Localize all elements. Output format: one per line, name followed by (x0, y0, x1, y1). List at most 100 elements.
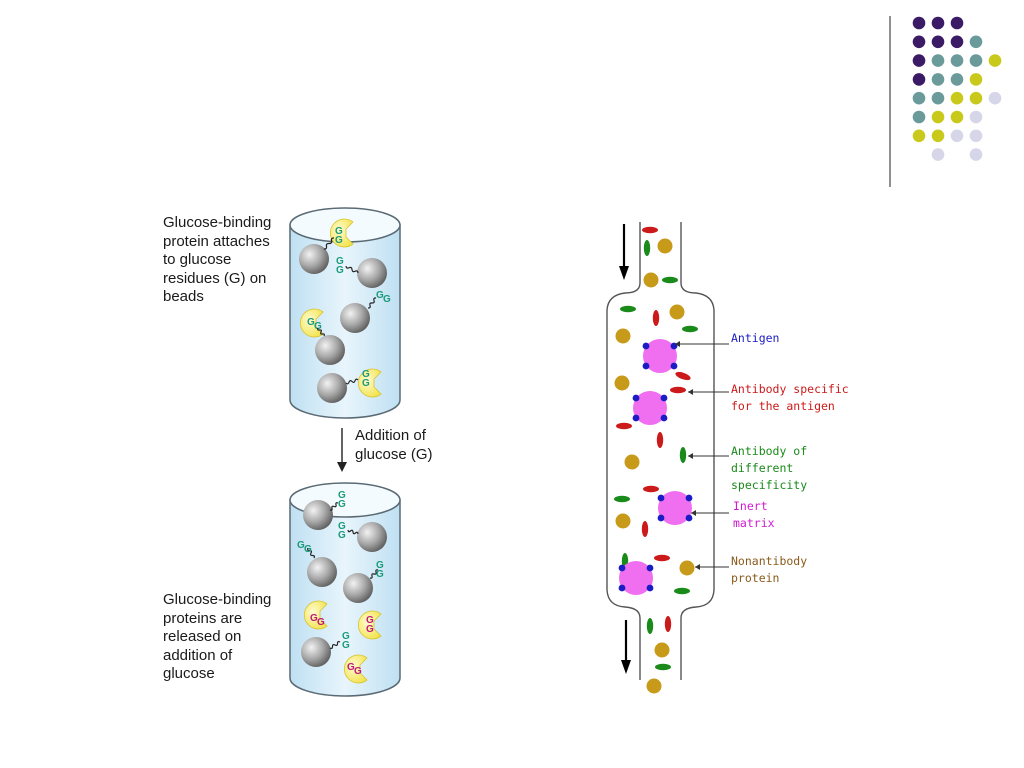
glucose-label: G (366, 615, 374, 626)
antibody-other (643, 240, 651, 256)
antigen (642, 362, 650, 370)
glucose-label: G (304, 544, 312, 555)
decor-dot (931, 129, 945, 143)
antibody-specific (616, 422, 632, 430)
nonantibody-protein (624, 454, 640, 470)
antigen (657, 514, 665, 522)
decor-dot (931, 148, 945, 161)
linker (345, 265, 359, 274)
binding-protein (330, 218, 354, 248)
glucose-label: G (366, 624, 374, 635)
linker (317, 327, 325, 337)
decor-dot (950, 16, 964, 30)
flow-out-arrow (621, 620, 631, 674)
inert-matrix-bead (633, 391, 667, 425)
bead (343, 573, 373, 603)
nonantibody-protein (646, 678, 662, 694)
antibody-specific (656, 432, 664, 448)
linker (345, 378, 359, 385)
decor-dot (931, 73, 945, 86)
nonantibody-protein (669, 304, 685, 320)
antibody-specific (675, 371, 691, 381)
glucose-label: G (362, 378, 370, 389)
glucose-label: G (354, 666, 362, 677)
antigen (685, 494, 693, 502)
antigen (660, 414, 668, 422)
antigen (632, 414, 640, 422)
antigen (670, 362, 678, 370)
down-arrow (337, 428, 347, 472)
decor-dot (912, 35, 926, 49)
antibody-other (655, 663, 671, 671)
decor-dot (931, 91, 945, 105)
antigen (660, 394, 668, 402)
antigen (642, 342, 650, 350)
linker (306, 547, 316, 559)
bead (307, 557, 337, 587)
glucose-label: G (376, 290, 384, 301)
decor-dot (969, 129, 983, 143)
decor-dot (912, 73, 926, 86)
decor-dot (950, 73, 964, 86)
binding-protein (358, 610, 382, 640)
bead (301, 637, 331, 667)
decor-dot (969, 91, 983, 105)
glucose-label: G (310, 613, 318, 624)
label-inert-matrix: Inert matrix (733, 499, 775, 530)
label-antibody-specific: Antibody specific for the antigen (731, 382, 849, 413)
decor-dot (931, 110, 945, 124)
glucose-label: G (376, 560, 384, 571)
label-antibody-different: Antibody of different specificity (731, 444, 808, 492)
glucose-label: G (347, 662, 355, 673)
pointer-arrowhead (688, 389, 693, 395)
glucose-label: G (342, 640, 350, 651)
antibody-specific (652, 310, 660, 326)
glucose-label: G (314, 321, 322, 332)
label-nonantibody-protein: Nonantibody protein (731, 554, 808, 585)
nonantibody-protein (615, 328, 631, 344)
flow-in-arrow (619, 224, 629, 280)
decor-dot (969, 35, 983, 49)
label-addition-of-glucose: Addition of glucose (G) (355, 427, 433, 463)
antigen (646, 564, 654, 572)
linker (329, 502, 339, 511)
decor-dot (950, 110, 964, 124)
label-glucose-binding-released: Glucose-binding proteins are released on… (163, 591, 272, 682)
bead (357, 522, 387, 552)
glucose-label: G (362, 369, 370, 380)
pointer-arrowhead (688, 453, 693, 459)
decor-dot (912, 110, 926, 124)
antigen (685, 514, 693, 522)
bead (315, 335, 345, 365)
antibody-other (674, 587, 690, 595)
column-outline (606, 222, 715, 680)
nonantibody-protein (615, 513, 631, 529)
glucose-label: G (336, 265, 344, 276)
bead (357, 258, 387, 288)
glucose-label: G (336, 256, 344, 267)
bead (317, 373, 347, 403)
glucose-label: G (335, 226, 343, 237)
decor-dot (969, 54, 983, 67)
antigen (618, 564, 626, 572)
decor-dot (969, 148, 983, 161)
label-antigen: Antigen (731, 331, 780, 345)
antigen (657, 494, 665, 502)
label-glucose-binding-attaches: Glucose-binding protein attaches to gluc… (163, 214, 272, 305)
decor-dot (931, 54, 945, 67)
glucose-label: G (307, 317, 315, 328)
inert-matrix-bead (619, 561, 653, 595)
nonantibody-protein (654, 642, 670, 658)
glucose-label: G (383, 294, 391, 305)
decor-dot (988, 91, 1002, 105)
antigen (618, 584, 626, 592)
binding-protein (344, 654, 368, 684)
linker (369, 569, 379, 579)
linker (329, 640, 341, 650)
glucose-label: G (317, 617, 325, 628)
antibody-specific (670, 386, 686, 394)
glucose-label: G (335, 235, 343, 246)
inert-matrix-bead (643, 339, 677, 373)
decor-dot (912, 54, 926, 67)
